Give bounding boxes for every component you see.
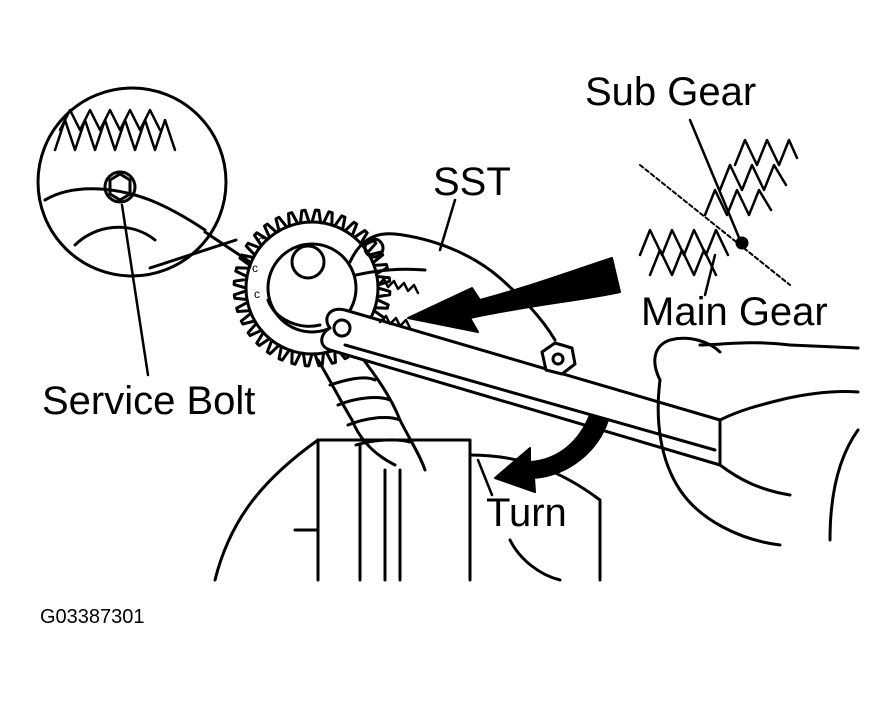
leader-lines xyxy=(120,118,742,497)
main-gear-label: Main Gear xyxy=(641,290,828,334)
svg-text:c: c xyxy=(254,287,260,301)
service-bolt-leader xyxy=(120,203,150,377)
gear-tooth-detail xyxy=(638,138,799,286)
turn-arrow xyxy=(494,414,609,493)
force-arrow xyxy=(407,257,621,333)
service-bolt-label: Service Bolt xyxy=(42,379,256,423)
main-gear: c c c xyxy=(232,208,392,368)
camshaft xyxy=(316,353,427,472)
sst-label: SST xyxy=(433,160,511,204)
sub-gear-leader xyxy=(688,118,742,242)
detail-inset xyxy=(36,86,252,278)
sub-gear-label: Sub Gear xyxy=(585,70,757,114)
svg-text:c: c xyxy=(258,233,264,247)
main-gear-leader xyxy=(703,253,717,297)
turn-label: Turn xyxy=(486,491,567,535)
figure-code: G03387301 xyxy=(40,606,145,628)
turn-leader xyxy=(476,458,494,497)
hand xyxy=(653,336,860,547)
svg-text:c: c xyxy=(252,261,258,275)
sst-leader xyxy=(438,198,457,252)
